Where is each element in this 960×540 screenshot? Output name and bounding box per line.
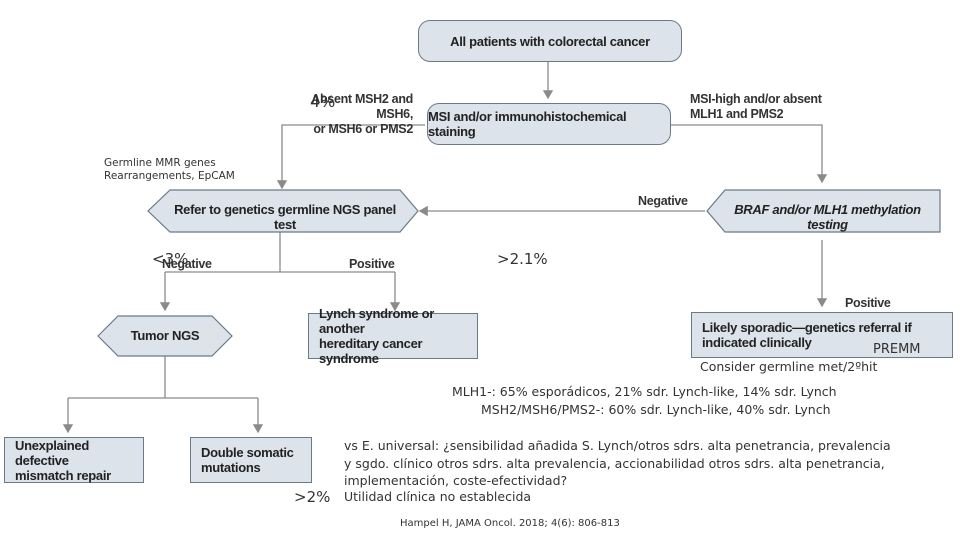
negative-germline-label: Negative <box>162 257 212 271</box>
msh2-annotation: MSH2/MSH6/PMS2-: 60% sdr. Lynch-like, 40… <box>481 402 831 417</box>
positive-braf-label: Positive <box>845 296 891 310</box>
right-branch-label: MSI-high and/or absent MLH1 and PMS2 <box>690 92 822 121</box>
unexplained-box: Unexplained defective mismatch repair <box>4 437 144 483</box>
double-somatic-box: Double somatic mutations <box>190 437 312 483</box>
germline-genes-annotation: Germline MMR genes Rearrangements, EpCAM <box>104 157 235 182</box>
pct-gt2-annotation: >2% <box>294 488 331 506</box>
pct-4-annotation: 4% <box>310 92 336 111</box>
utilidad-annotation: Utilidad clínica no establecida <box>344 489 532 504</box>
staining-box: MSI and/or immunohistochemical staining <box>427 103 671 145</box>
mlh1-annotation: MLH1-: 65% esporádicos, 21% sdr. Lynch-l… <box>452 384 837 399</box>
sporadic-box: Likely sporadic—genetics referral if ind… <box>691 312 953 358</box>
pct-gt21-annotation: >2.1% <box>497 250 548 268</box>
lynch-box: Lynch syndrome or another hereditary can… <box>308 306 478 366</box>
positive-germline-label: Positive <box>349 257 395 271</box>
consider-annotation: Consider germline met/2ºhit <box>700 359 878 374</box>
citation: Hampel H, JAMA Oncol. 2018; 4(6): 806-81… <box>400 518 620 529</box>
tumor-ngs-label: Tumor NGS <box>130 328 200 343</box>
germline-test-label: Refer to genetics germline NGS panel tes… <box>174 202 396 232</box>
braf-test-shape <box>706 189 941 233</box>
tumor-ngs-shape <box>97 315 233 357</box>
universal-annotation: vs E. universal: ¿sensibilidad añadida S… <box>344 438 891 488</box>
germline-test-shape <box>147 189 419 233</box>
left-branch-label: Absent MSH2 and MSH6, or MSH6 or PMS2 <box>311 92 413 136</box>
pct-lt3-annotation: <3% <box>152 250 189 268</box>
negative-braf-label: Negative <box>638 194 688 208</box>
braf-test-label: BRAF and/or MLH1 methylation testing <box>734 202 921 232</box>
premm-annotation: PREMM <box>873 342 921 357</box>
start-box: All patients with colorectal cancer <box>418 20 682 62</box>
